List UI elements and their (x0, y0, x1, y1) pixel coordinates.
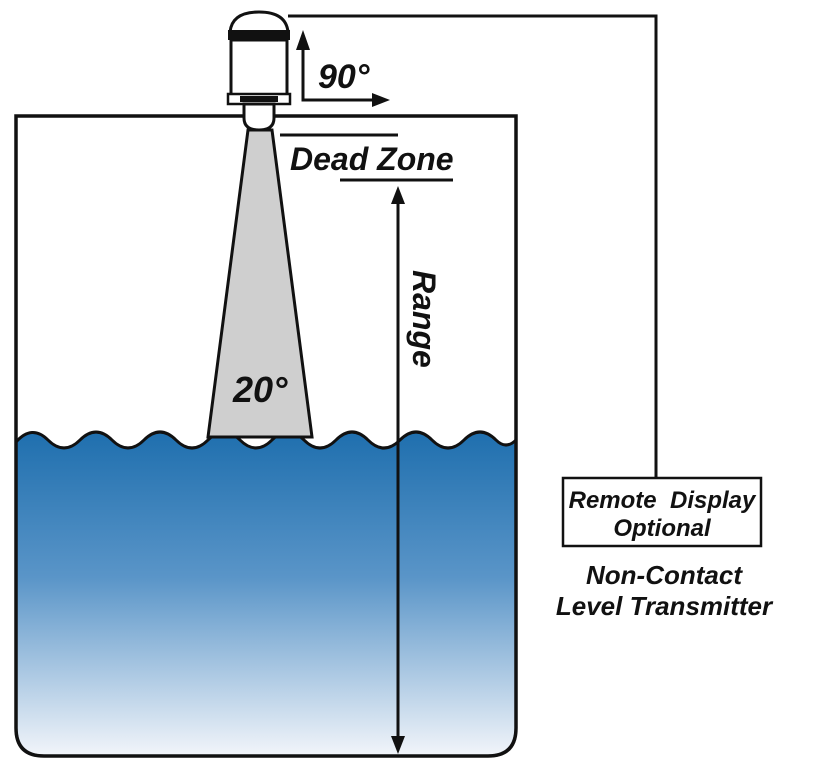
mount-angle-arrows (301, 50, 378, 102)
dead-zone-label: Dead Zone (290, 141, 454, 177)
beam-angle-label: 20° (232, 369, 288, 410)
remote-display-box (561, 476, 763, 548)
remote-display-optional-label: Optional (613, 515, 712, 542)
remote-display-label: Remote Display (569, 487, 757, 514)
range-arrow-up-icon (391, 186, 405, 204)
caption-line-1: Non-Contact (586, 560, 743, 590)
transmitter-sensor-icon (226, 10, 292, 132)
liquid (14, 430, 518, 758)
tank-outline (14, 114, 518, 758)
caption-line-2: Level Transmitter (556, 591, 774, 621)
arrow-up-icon (296, 30, 310, 50)
signal-wire (288, 14, 658, 478)
range-arrow-down-icon (391, 736, 405, 754)
arrow-right-icon (372, 93, 390, 107)
mount-angle-label: 90° (318, 58, 370, 96)
range-label: Range (406, 270, 442, 368)
